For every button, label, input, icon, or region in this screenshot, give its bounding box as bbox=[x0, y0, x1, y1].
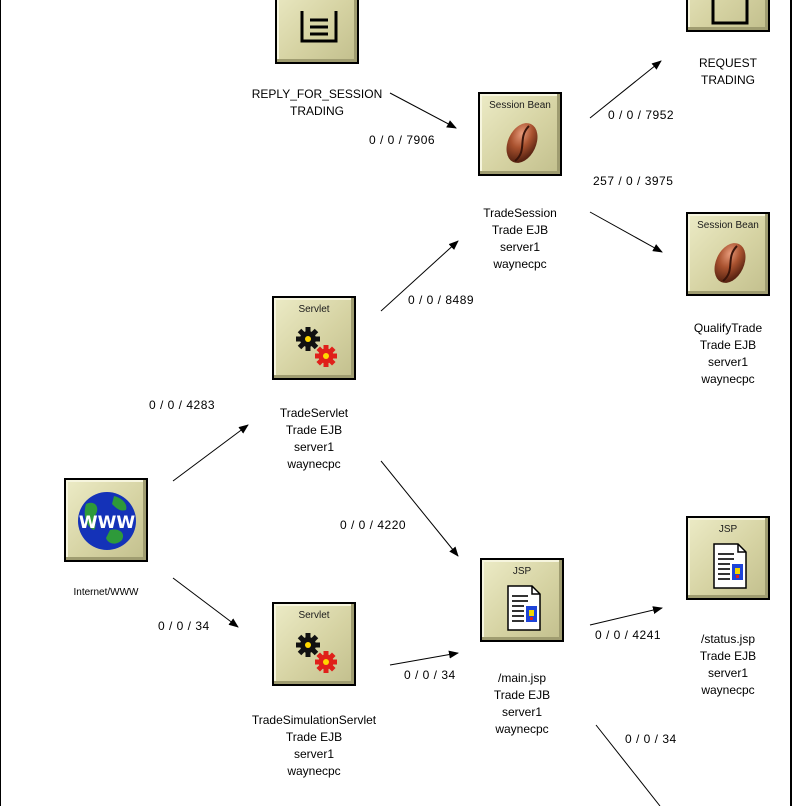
gears-icon bbox=[296, 633, 337, 673]
edge-main-to-status[interactable] bbox=[589, 606, 663, 626]
edge-internet-to-servlet[interactable] bbox=[172, 424, 249, 482]
edge-label-sim-to-main: 0 / 0 / 34 bbox=[404, 668, 456, 682]
document-page-icon bbox=[713, 543, 747, 589]
edge-label-servlet-to-session: 0 / 0 / 8489 bbox=[408, 293, 475, 307]
node-type-header: Servlet bbox=[298, 304, 330, 315]
edge-sim-to-main[interactable] bbox=[389, 650, 459, 666]
edge-servlet-to-session[interactable] bbox=[380, 240, 459, 312]
session-bean-node-qualifytrade[interactable]: Session Bean bbox=[686, 212, 770, 296]
node-label-request-queue: REQUEST TRADING bbox=[698, 56, 757, 87]
edge-label-session-to-request: 0 / 0 / 7952 bbox=[608, 108, 675, 122]
servlet-node-tradeservlet[interactable]: Servlet bbox=[272, 296, 356, 380]
edge-main-to-offscreen[interactable] bbox=[595, 724, 661, 806]
node-type-header: Servlet bbox=[298, 610, 330, 621]
edge-servlet-to-main[interactable] bbox=[380, 460, 459, 557]
document-list-icon bbox=[711, 0, 749, 25]
jsp-node-main[interactable]: JSP bbox=[480, 558, 564, 642]
jsp-node-status[interactable]: JSP bbox=[686, 516, 770, 600]
globe-www-text: WWW bbox=[79, 513, 136, 533]
node-label-tradesession: TradeSession Trade EJB server1 waynecpc bbox=[483, 206, 557, 271]
edge-layer bbox=[172, 60, 663, 806]
node-type-header: Session Bean bbox=[697, 220, 759, 231]
node-label-internet: Internet/WWW bbox=[73, 587, 139, 598]
edge-label-reply-to-session: 0 / 0 / 7906 bbox=[369, 133, 436, 147]
edge-label-internet-to-servlet: 0 / 0 / 4283 bbox=[149, 398, 216, 412]
diagram-canvas bbox=[0, 0, 792, 806]
edge-label-internet-to-sim: 0 / 0 / 34 bbox=[158, 619, 210, 633]
edge-session-to-request[interactable] bbox=[589, 60, 662, 119]
edge-label-servlet-to-main: 0 / 0 / 4220 bbox=[340, 518, 407, 532]
node-type-header: Session Bean bbox=[489, 100, 551, 111]
node-type-header: JSP bbox=[512, 566, 532, 577]
edge-label-session-to-qualify: 257 / 0 / 3975 bbox=[593, 174, 674, 188]
edge-label-main-to-offscreen: 0 / 0 / 34 bbox=[625, 732, 677, 746]
queue-node-request[interactable] bbox=[686, 0, 770, 32]
node-label-status-jsp: /status.jsp Trade EJB server1 waynecpc bbox=[699, 632, 757, 697]
gears-icon bbox=[296, 327, 337, 367]
node-label-reply-queue: REPLY_FOR_SESSION TRADING bbox=[251, 87, 383, 118]
document-list-icon bbox=[300, 11, 338, 43]
node-label-tradesimulationservlet: TradeSimulationServlet Trade EJB server1… bbox=[251, 713, 377, 778]
servlet-node-tradesimulationservlet[interactable]: Servlet bbox=[272, 602, 356, 686]
node-label-tradeservlet: TradeServlet Trade EJB server1 waynecpc bbox=[279, 406, 349, 471]
session-bean-node-tradesession[interactable]: Session Bean bbox=[478, 92, 562, 176]
coffee-bean-icon bbox=[714, 243, 746, 283]
globe-icon: WWW bbox=[78, 492, 136, 550]
edge-label-main-to-status: 0 / 0 / 4241 bbox=[595, 628, 662, 642]
edge-session-to-qualify[interactable] bbox=[589, 211, 663, 253]
edge-internet-to-sim[interactable] bbox=[172, 577, 239, 628]
node-label-qualifytrade: QualifyTrade Trade EJB server1 waynecpc bbox=[693, 321, 763, 386]
document-page-icon bbox=[507, 585, 541, 631]
internet-node[interactable]: WWW bbox=[64, 478, 148, 562]
edge-reply-to-session[interactable] bbox=[389, 92, 457, 129]
node-label-main-jsp: /main.jsp Trade EJB server1 waynecpc bbox=[493, 671, 551, 736]
node-type-header: JSP bbox=[718, 524, 738, 535]
coffee-bean-icon bbox=[506, 123, 538, 163]
queue-node-reply[interactable] bbox=[275, 0, 359, 64]
